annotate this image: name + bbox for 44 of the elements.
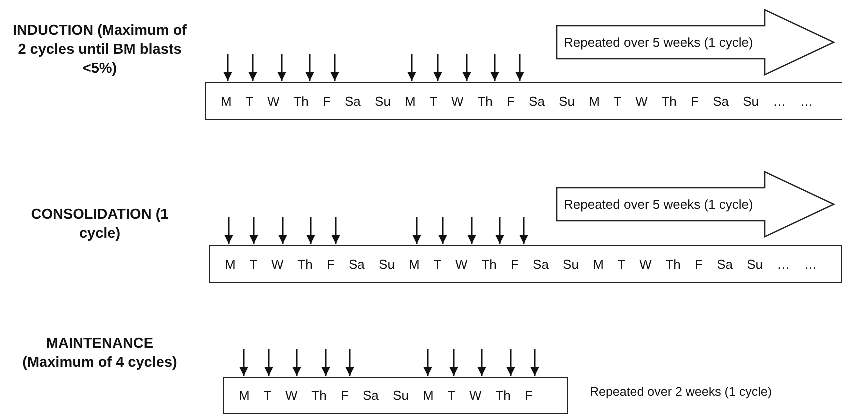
dose-arrow	[346, 349, 354, 376]
dose-arrow	[224, 54, 232, 81]
dose-arrow	[530, 349, 540, 376]
repeat-note: Repeated over 2 weeks (1 cycle)	[590, 385, 774, 399]
block-arrow	[556, 171, 836, 238]
dose-arrow	[450, 349, 458, 376]
weekday-sequence: M T W Th F Sa Su M T W Th F	[239, 388, 533, 403]
repeat-note: Repeated over 5 weeks (1 cycle)	[564, 35, 754, 50]
dose-arrow	[278, 217, 288, 244]
weekday-sequence: M T W Th F Sa Su M T W Th F Sa Su M T W Th F Sa Su … …	[225, 256, 818, 272]
dose-arrow	[520, 217, 528, 244]
dose-arrow	[462, 54, 472, 81]
dose-arrow	[248, 54, 258, 81]
dose-arrow	[330, 54, 340, 81]
dose-arrow	[332, 217, 340, 244]
dose-arrow	[496, 217, 504, 244]
dose-arrow	[490, 54, 500, 81]
day-sequence-box	[209, 245, 842, 283]
dose-arrow	[468, 217, 476, 244]
repeat-note: Repeated over 5 weeks (1 cycle)	[564, 197, 754, 212]
dose-arrow	[250, 217, 258, 244]
phase-heading: INDUCTION (Maximum of 2 cycles until BM blasts <5%)	[12, 22, 188, 79]
dose-arrow	[424, 349, 432, 376]
dose-arrow	[264, 349, 274, 376]
dose-arrow	[292, 349, 302, 376]
dose-arrow	[240, 349, 248, 376]
dose-arrow	[306, 54, 314, 81]
dose-arrow	[224, 217, 234, 244]
dose-arrow	[516, 54, 524, 81]
dose-arrow	[322, 349, 330, 376]
dose-arrow	[434, 54, 442, 81]
phase-heading: CONSOLIDATION (1 cycle)	[30, 206, 170, 244]
dose-arrow	[438, 217, 448, 244]
phase-heading: MAINTENANCE (Maximum of 4 cycles)	[22, 335, 178, 373]
block-arrow	[556, 9, 836, 76]
dose-arrow	[412, 217, 422, 244]
dose-arrow	[506, 349, 516, 376]
day-sequence-box	[205, 82, 842, 120]
day-sequence-box	[223, 377, 568, 414]
dose-arrow	[306, 217, 316, 244]
dose-arrow	[278, 54, 286, 81]
dose-arrow	[478, 349, 486, 376]
dose-arrow	[408, 54, 416, 81]
weekday-sequence: M T W Th F Sa Su M T W Th F Sa Su M T W Th F Sa Su … …	[221, 94, 814, 108]
